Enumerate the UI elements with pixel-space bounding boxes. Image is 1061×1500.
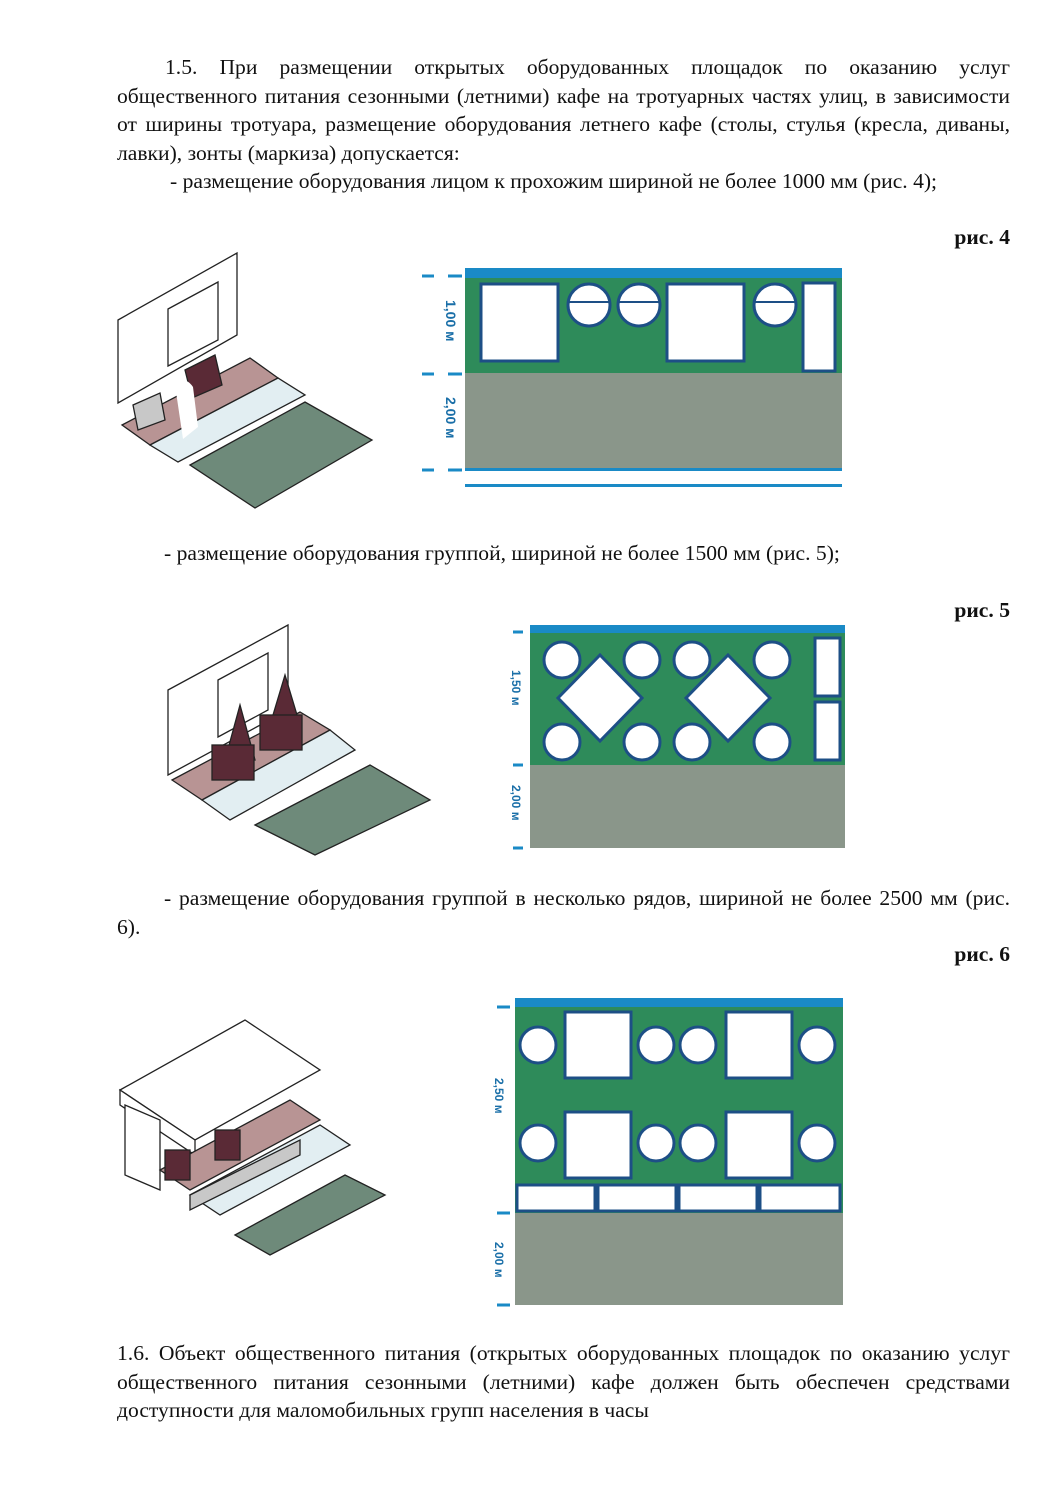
- figure-label-4: рис. 4: [954, 225, 1010, 249]
- chair-icon: [616, 282, 662, 328]
- paragraph-1-6: 1.6. Объект общественного питания (откры…: [117, 1341, 1010, 1423]
- fig6-dimension-bottom: 2,00 м: [492, 1242, 506, 1278]
- fig5-plan: 1,50 м 2,00 м: [509, 625, 845, 850]
- fig4-plan: 1,00 м 2,00 м: [422, 268, 842, 487]
- table-icon: [479, 282, 560, 363]
- fig5-dimension-top: 1,50 м: [509, 670, 523, 706]
- fig6-isometric-sketch: [118, 1019, 387, 1256]
- table-icon: [724, 1110, 794, 1180]
- planter-icon: [801, 281, 837, 373]
- chair-icon: [752, 282, 798, 328]
- bullet-fig6: - размещение оборудования группой в неск…: [117, 886, 1010, 939]
- planter-icon: [677, 1183, 759, 1213]
- fig6-plan: 2,50 м 2,00 м: [492, 998, 843, 1307]
- fig4-isometric-sketch: [117, 251, 374, 509]
- figure-label-6: рис. 6: [954, 942, 1010, 966]
- table-icon: [665, 282, 746, 363]
- bullet-fig5: - размещение оборудования группой, ширин…: [164, 541, 840, 565]
- fig6-dimension-top: 2,50 м: [492, 1078, 506, 1114]
- planter-icon: [813, 636, 842, 698]
- fig5-isometric-sketch: [167, 623, 432, 856]
- planter-icon: [596, 1183, 678, 1213]
- table-icon: [555, 652, 645, 744]
- paragraph-1-5: 1.5. При размещении открытых оборудованн…: [117, 55, 1010, 165]
- table-icon: [563, 1110, 633, 1180]
- chair-icon: [566, 282, 612, 328]
- fig5-dimension-bottom: 2,00 м: [509, 785, 523, 821]
- fig4-dimension-top: 1,00 м: [443, 300, 459, 342]
- table-icon: [683, 652, 773, 744]
- bullet-fig4: - размещение оборудования лицом к прохож…: [170, 169, 938, 193]
- figure-label-5: рис. 5: [954, 598, 1010, 622]
- planter-icon: [813, 700, 842, 762]
- table-icon: [724, 1010, 794, 1080]
- table-icon: [563, 1010, 633, 1080]
- planter-icon: [758, 1183, 842, 1213]
- fig4-dimension-bottom: 2,00 м: [443, 397, 459, 439]
- planter-icon: [515, 1183, 597, 1213]
